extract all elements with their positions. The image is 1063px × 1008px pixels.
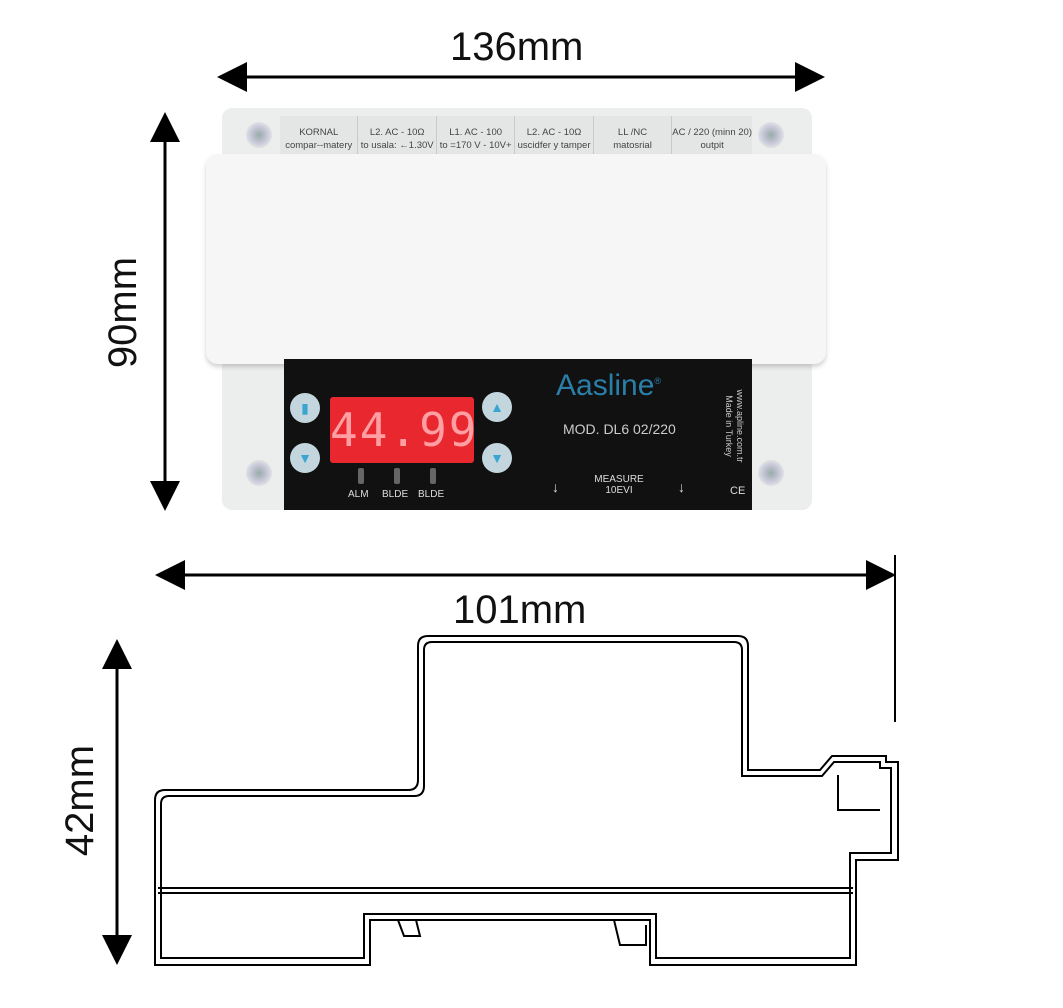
side-profile-outline: [154, 635, 899, 966]
side-height-dimension-label: 42mm: [58, 744, 103, 857]
alarm-led: [358, 468, 364, 484]
brand-logo: Aasline®: [556, 369, 662, 402]
enter-button[interactable]: ▼: [290, 443, 320, 473]
led-label: BLDE: [382, 489, 409, 500]
arrow-down-left-icon: ↓: [552, 479, 559, 495]
front-panel: ▮ ▼ 44.99 ▲ ▼ ALM BLDE BLDE Aasline® MOD…: [284, 359, 752, 510]
screw-icon: [246, 460, 272, 486]
led-indicator: [394, 468, 400, 484]
width-dimension-label: 136mm: [450, 25, 584, 69]
screw-icon: [246, 122, 272, 148]
led-display: 44.99: [330, 397, 476, 463]
depth-dimension-label: 101mm: [453, 588, 587, 632]
model-label: MOD. DL6 02/220: [563, 421, 676, 437]
terminal-label: AC / 220 (minn 20)outpit: [672, 127, 752, 151]
height-dimension-label: 90mm: [101, 256, 146, 369]
ce-mark: CE: [730, 485, 746, 497]
set-button[interactable]: ▮: [290, 393, 320, 423]
arrow-down-right-icon: ↓: [678, 479, 685, 495]
up-button[interactable]: ▲: [482, 392, 512, 422]
down-button[interactable]: ▼: [482, 443, 512, 473]
screw-icon: [758, 122, 784, 148]
terminal-cover: [206, 154, 826, 364]
led-label: BLDE: [418, 489, 445, 500]
led-label: ALM: [348, 489, 369, 500]
screw-icon: [758, 460, 784, 486]
led-indicator: [430, 468, 436, 484]
